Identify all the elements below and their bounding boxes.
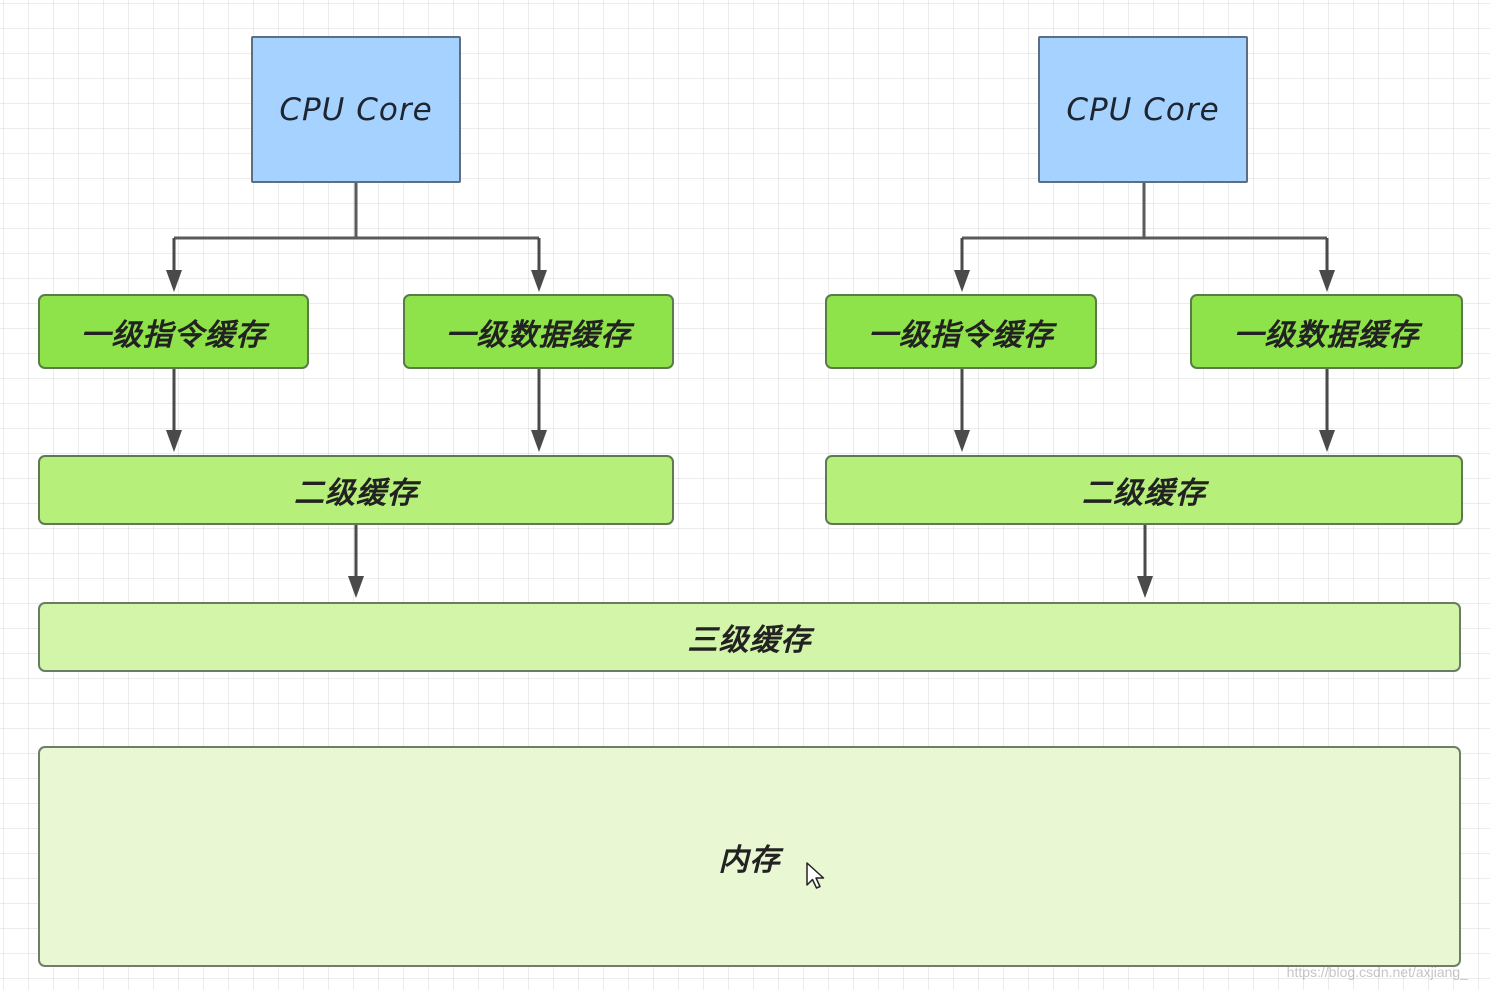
right-l1-data-cache-label: 一级数据缓存 (1233, 317, 1420, 353)
left-l1-data-cache-label: 一级数据缓存 (445, 317, 632, 353)
l3-cache-label: 三级缓存 (687, 623, 812, 658)
l3-cache: 三级缓存 (38, 602, 1461, 672)
left-l1-instruction-cache-label: 一级指令缓存 (80, 317, 267, 353)
cpu-core-left: CPU Core (251, 36, 461, 183)
left-l1-data-cache: 一级数据缓存 (403, 294, 674, 369)
cpu-core-right: CPU Core (1038, 36, 1248, 183)
arrow-right-cpu-to-l1d-head (1319, 270, 1335, 292)
cpu-core-right-label: CPU Core (1066, 91, 1220, 128)
arrow-left-cpu-to-l1i-head (166, 270, 182, 292)
cpu-core-left-label: CPU Core (279, 91, 433, 128)
arrow-right-l2-to-l3-head (1137, 576, 1153, 598)
mouse-cursor-icon (806, 862, 825, 889)
arrow-right-l1d-to-l2-head (1319, 430, 1335, 452)
arrow-right-cpu-to-l1i-head (954, 270, 970, 292)
arrow-left-cpu-to-l1d-head (531, 270, 547, 292)
arrow-left-l2-to-l3-head (348, 576, 364, 598)
right-l1-data-cache: 一级数据缓存 (1190, 294, 1463, 369)
right-l1-instruction-cache: 一级指令缓存 (825, 294, 1097, 369)
left-l1-instruction-cache: 一级指令缓存 (38, 294, 309, 369)
left-l2-cache: 二级缓存 (38, 455, 674, 525)
main-memory-label: 内存 (718, 842, 781, 878)
left-l2-cache-label: 二级缓存 (294, 476, 418, 511)
watermark: https://blog.csdn.net/axjiang_ (1286, 964, 1468, 980)
arrow-left-l1d-to-l2-head (531, 430, 547, 452)
right-l2-cache: 二级缓存 (825, 455, 1463, 525)
main-memory: 内存 (38, 746, 1461, 967)
right-l2-cache-label: 二级缓存 (1082, 476, 1206, 511)
arrow-right-l1i-to-l2-head (954, 430, 970, 452)
arrow-left-l1i-to-l2-head (166, 430, 182, 452)
right-l1-instruction-cache-label: 一级指令缓存 (868, 317, 1054, 353)
